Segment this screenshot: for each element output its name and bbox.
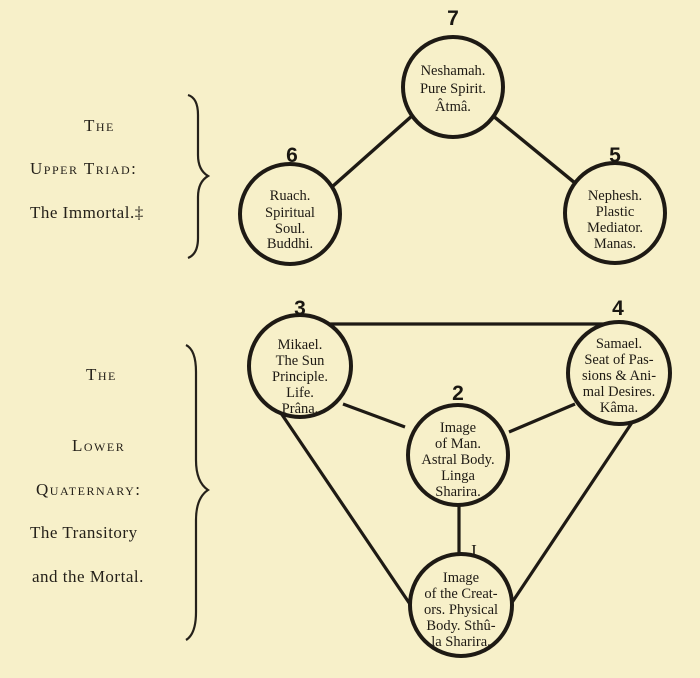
node-5: 5 Nephesh. Plastic Mediator. Manas. bbox=[563, 144, 667, 265]
node-5-line-2: Plastic bbox=[596, 204, 635, 220]
link-3-2 bbox=[342, 402, 406, 429]
lower-quaternary-title: The bbox=[86, 365, 117, 384]
node-6-circle bbox=[238, 162, 342, 266]
node-3-number: 3 bbox=[294, 297, 306, 320]
node-7-line-3: Âtmâ. bbox=[435, 98, 471, 115]
node-4-line-2: Seat of Pas- bbox=[584, 352, 653, 368]
node-1-number: I bbox=[471, 541, 477, 560]
lower-quaternary-subtitle-2: and the Mortal. bbox=[32, 567, 144, 586]
node-6-line-1: Ruach. bbox=[270, 188, 311, 204]
node-7-line-1: Neshamah. bbox=[421, 63, 486, 79]
node-4-line-4: mal Desires. bbox=[583, 384, 655, 400]
node-4-line-1: Samael. bbox=[596, 336, 642, 352]
node-4-number: 4 bbox=[612, 297, 624, 320]
node-2-line-4: Linga bbox=[441, 468, 475, 484]
node-2: 2 Image of Man. Astral Body. Linga Shari… bbox=[406, 382, 510, 507]
node-7-circle bbox=[401, 35, 505, 139]
node-5-line-3: Mediator. bbox=[587, 220, 643, 236]
node-3-line-3: Principle. bbox=[272, 369, 328, 385]
lower-quaternary-title-3: Quaternary: bbox=[36, 480, 142, 499]
node-3-line-4: Life. bbox=[286, 385, 314, 401]
node-1: I Image of the Creat- ors. Physical Body… bbox=[408, 541, 514, 658]
node-6-line-4: Buddhi. bbox=[267, 236, 313, 252]
lower-quaternary-subtitle: The Transitory bbox=[30, 523, 138, 542]
node-5-line-4: Manas. bbox=[594, 236, 636, 252]
node-3-line-5: Prâna. bbox=[282, 401, 319, 417]
node-4-circle bbox=[566, 320, 672, 426]
upper-triad-title-2: Upper Triad: bbox=[30, 159, 138, 178]
node-6-line-2: Spiritual bbox=[265, 205, 315, 221]
node-2-line-2: of Man. bbox=[435, 436, 481, 452]
node-4: 4 Samael. Seat of Pas- sions & Ani- mal … bbox=[566, 297, 672, 426]
node-5-circle bbox=[563, 161, 667, 265]
node-7-number: 7 bbox=[447, 7, 459, 30]
upper-triad-title: The bbox=[84, 116, 115, 135]
link-4-1 bbox=[501, 387, 657, 617]
lower-quaternary-brace bbox=[185, 344, 210, 641]
node-4-line-3: sions & Ani- bbox=[582, 368, 656, 384]
node-7: 7 Neshamah. Pure Spirit. Âtmâ. bbox=[401, 7, 505, 139]
node-1-line-1: Image bbox=[443, 570, 479, 586]
node-6: 6 Ruach. Spiritual Soul. Buddhi. bbox=[238, 144, 342, 266]
node-6-number: 6 bbox=[286, 144, 298, 167]
node-3-circle bbox=[247, 313, 353, 419]
node-4-line-5: Kâma. bbox=[600, 400, 638, 416]
node-3: 3 Mikael. The Sun Principle. Life. Prâna… bbox=[247, 297, 353, 419]
node-1-circle bbox=[408, 552, 514, 658]
node-2-line-5: Sharira. bbox=[435, 484, 481, 500]
node-2-line-3: Astral Body. bbox=[421, 452, 494, 468]
upper-triad-brace bbox=[187, 93, 211, 260]
link-7-5 bbox=[490, 113, 577, 185]
node-2-number: 2 bbox=[452, 382, 464, 405]
link-4-2 bbox=[508, 402, 576, 434]
node-2-circle bbox=[406, 403, 510, 507]
node-1-line-3: ors. Physical bbox=[424, 602, 498, 618]
node-3-line-2: The Sun bbox=[276, 353, 325, 369]
node-7-line-2: Pure Spirit. bbox=[420, 81, 486, 97]
link-7-6 bbox=[331, 113, 415, 188]
node-1-line-4: Body. Sthû- bbox=[426, 618, 495, 634]
node-1-line-2: of the Creat- bbox=[424, 586, 497, 602]
node-5-line-1: Nephesh. bbox=[588, 188, 642, 204]
lower-quaternary-title-2: Lower bbox=[72, 436, 126, 455]
node-3-line-1: Mikael. bbox=[278, 337, 323, 353]
node-5-number: 5 bbox=[609, 144, 621, 167]
node-2-line-1: Image bbox=[440, 420, 476, 436]
node-1-line-5: la Sharira. bbox=[431, 634, 491, 650]
upper-triad-subtitle: The Immortal.‡ bbox=[30, 203, 144, 222]
link-3-1 bbox=[262, 387, 420, 617]
node-6-line-3: Soul. bbox=[275, 221, 305, 237]
